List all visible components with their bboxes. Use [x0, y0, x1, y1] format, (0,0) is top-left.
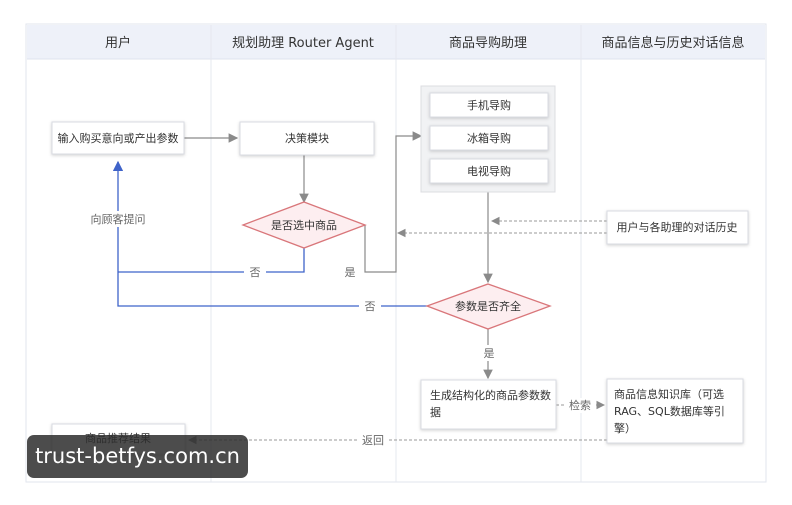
node-decision-module: [239, 121, 375, 156]
lane-title-info: 商品信息与历史对话信息: [601, 35, 744, 51]
node-input-intent: [51, 121, 185, 155]
node-phone-guide: [429, 92, 549, 118]
watermark-badge: trust-betfys.com.cn: [27, 435, 248, 478]
label-bg-no2: [359, 298, 381, 314]
node-knowledge-line2: RAG、SQL数据库等引: [614, 404, 725, 418]
edge-selected-no: [118, 248, 305, 273]
label-bg-yes2: [479, 345, 499, 361]
node-knowledge-line1: 商品信息知识库（可选: [614, 387, 724, 401]
node-decision-module-label: 决策模块: [285, 131, 329, 145]
node-params-complete-label: 参数是否齐全: [455, 299, 521, 313]
node-knowledge-base: [606, 378, 744, 444]
node-input-intent-label: 输入购买意向或产出参数: [58, 131, 179, 145]
edge-params-no: [112, 160, 427, 307]
node-product-selected-diamond: [241, 201, 367, 249]
node-product-selected-label: 是否选中商品: [271, 218, 337, 232]
label-bg-yes1: [339, 264, 361, 280]
edge-selected-yes: [364, 131, 423, 273]
node-tv-guide: [429, 158, 549, 184]
node-dialog-history: [606, 210, 749, 245]
edge-label-no-2: 否: [365, 300, 376, 313]
node-tv-guide-label: 电视导购: [467, 164, 511, 178]
edge-label-no-1: 否: [250, 266, 261, 279]
edge-label-yes-2: 是: [484, 347, 495, 360]
lane-title-guide: 商品导购助理: [449, 35, 527, 51]
edge-label-ask-customer: 向顾客提问: [91, 212, 146, 226]
label-bg-return: [358, 432, 388, 447]
node-fridge-guide: [429, 125, 549, 151]
label-bg-no1: [244, 264, 266, 280]
lane-title-user: 用户: [105, 35, 131, 51]
lane-title-router: 规划助理 Router Agent: [232, 36, 374, 51]
edge-label-search: 检索: [569, 398, 591, 412]
node-generate-params-line1: 生成结构化的商品参数数: [430, 388, 551, 402]
node-params-complete-diamond: [425, 283, 552, 330]
node-phone-guide-label: 手机导购: [467, 98, 511, 112]
node-dialog-history-label: 用户与各助理的对话历史: [617, 220, 738, 234]
node-generate-params-line2: 据: [430, 405, 441, 419]
label-bg-search: [565, 398, 595, 413]
edge-label-return: 返回: [362, 434, 384, 447]
node-fridge-guide-label: 冰箱导购: [467, 131, 511, 145]
label-bg-ask: [84, 211, 152, 227]
edge-label-yes-1: 是: [345, 266, 356, 279]
node-generate-params: [420, 379, 557, 430]
node-knowledge-line3: 擎）: [614, 421, 636, 435]
